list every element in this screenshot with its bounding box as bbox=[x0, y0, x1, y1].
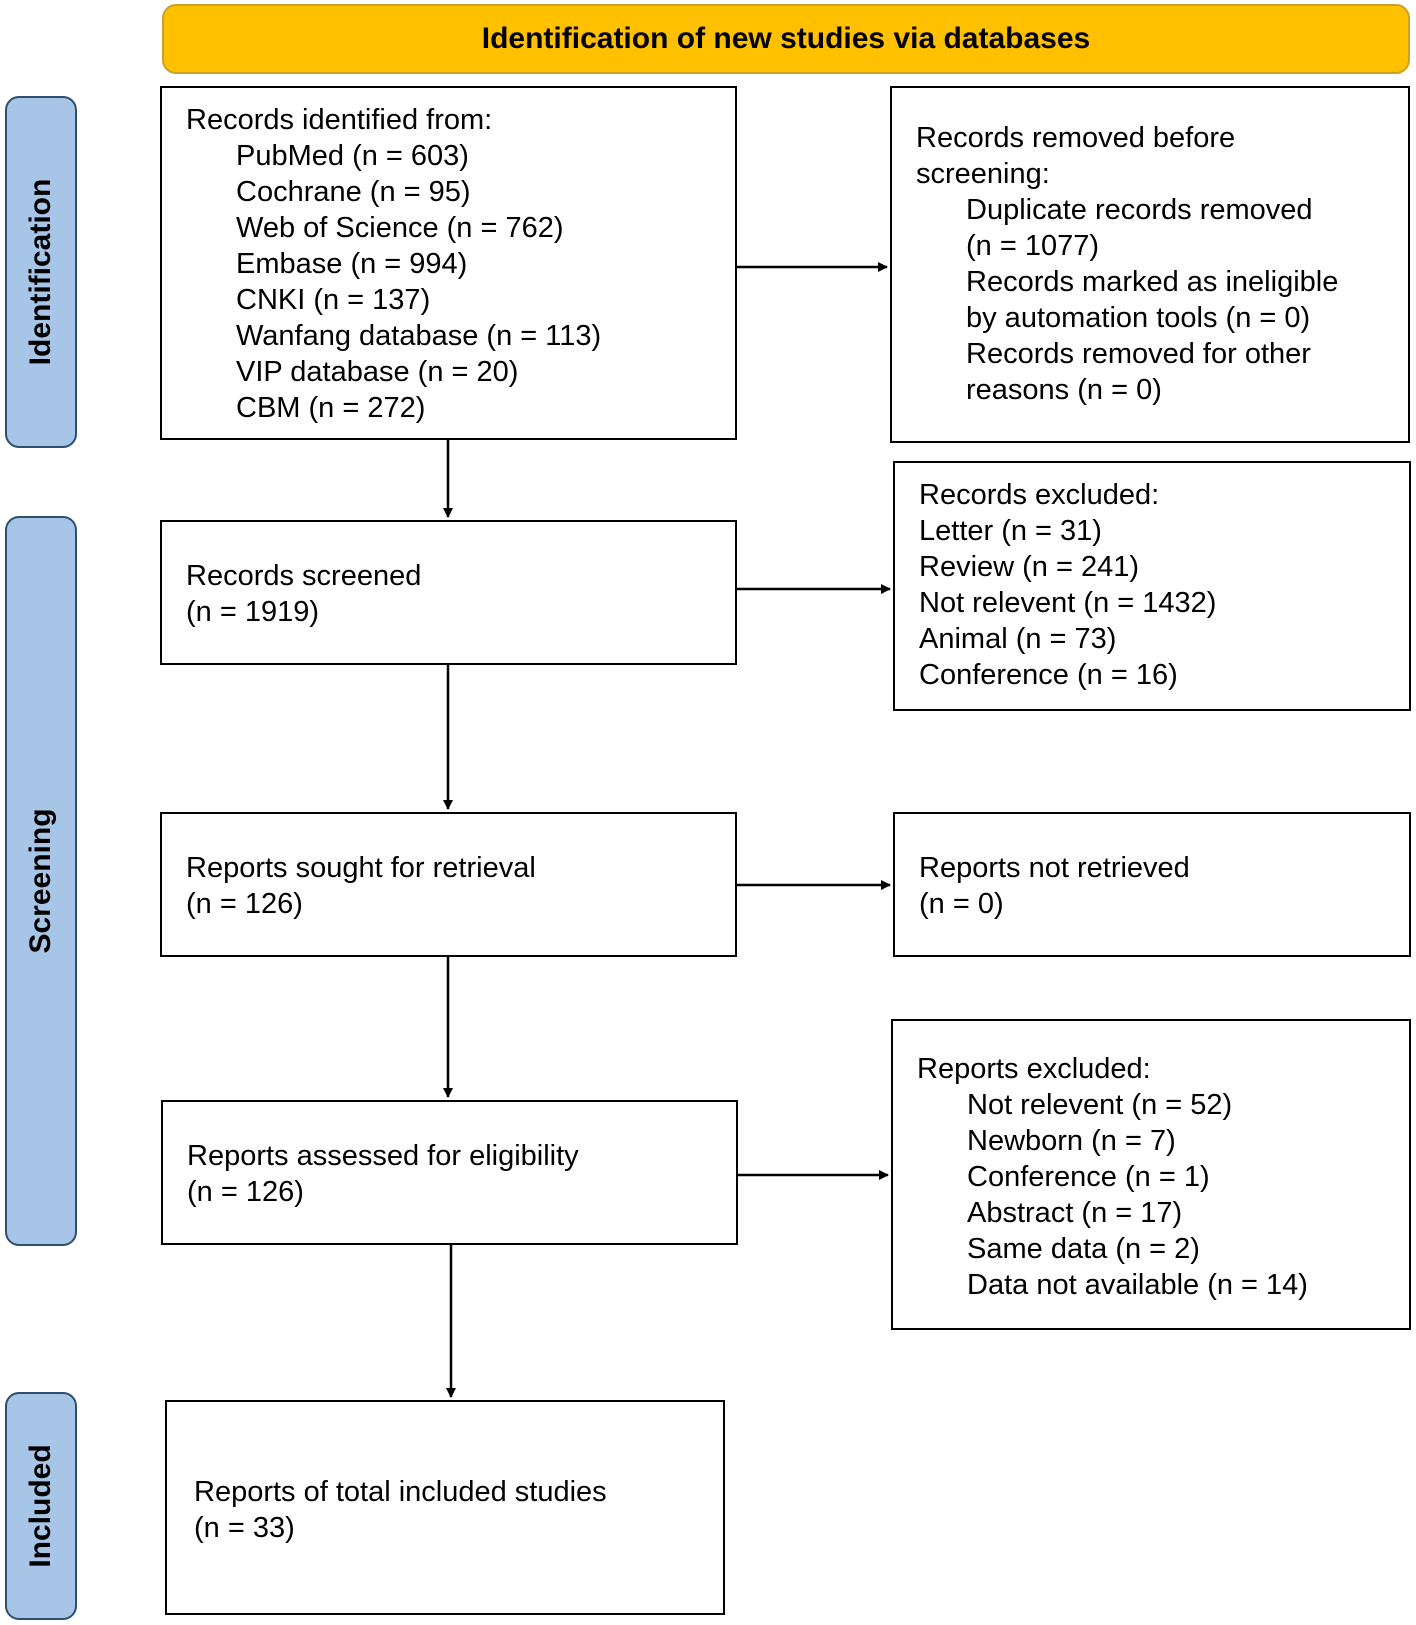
removed-item: (n = 1077) bbox=[966, 230, 1100, 262]
reports-sought-count: (n = 126) bbox=[186, 888, 303, 920]
source-item: VIP database (n = 20) bbox=[236, 356, 519, 388]
source-item: PubMed (n = 603) bbox=[236, 140, 469, 172]
phase-header-title: Identification of new studies via databa… bbox=[481, 22, 1091, 55]
records-identified-title: Records identified from: bbox=[186, 104, 493, 136]
included-studies-count: (n = 33) bbox=[194, 1512, 295, 1544]
removed-item: Records marked as ineligible bbox=[966, 266, 1339, 298]
stage-screening: Screening bbox=[5, 516, 77, 1246]
removed-item: reasons (n = 0) bbox=[966, 374, 1162, 406]
source-item: Wanfang database (n = 113) bbox=[236, 320, 602, 352]
records-removed-box: Records removed before screening: Duplic… bbox=[890, 86, 1410, 443]
reports-not-retrieved-box: Reports not retrieved (n = 0) bbox=[893, 812, 1411, 957]
source-item: CNKI (n = 137) bbox=[236, 284, 431, 316]
removed-item: Duplicate records removed bbox=[966, 194, 1313, 226]
reports-excluded-item: Data not available (n = 14) bbox=[967, 1269, 1308, 1301]
records-removed-title: screening: bbox=[916, 158, 1050, 190]
stage-included: Included bbox=[5, 1392, 77, 1620]
reports-excluded-item: Newborn (n = 7) bbox=[967, 1125, 1176, 1157]
stage-identification: Identification bbox=[5, 96, 77, 448]
records-screened-label: Records screened bbox=[186, 560, 422, 592]
reports-excluded-title: Reports excluded: bbox=[917, 1053, 1151, 1085]
reports-excluded-box: Reports excluded: Not relevent (n = 52) … bbox=[891, 1019, 1411, 1330]
reports-sought-box: Reports sought for retrieval (n = 126) bbox=[160, 812, 737, 957]
reports-sought-label: Reports sought for retrieval bbox=[186, 852, 536, 884]
source-item: Cochrane (n = 95) bbox=[236, 176, 471, 208]
included-studies-label: Reports of total included studies bbox=[194, 1476, 607, 1508]
reports-not-retrieved-label: Reports not retrieved bbox=[919, 852, 1190, 884]
records-excluded-box: Records excluded: Letter (n = 31) Review… bbox=[893, 461, 1411, 711]
excluded-item: Animal (n = 73) bbox=[919, 623, 1117, 655]
records-screened-count: (n = 1919) bbox=[186, 596, 320, 628]
reports-assessed-box: Reports assessed for eligibility (n = 12… bbox=[161, 1100, 738, 1245]
phase-header: Identification of new studies via databa… bbox=[162, 4, 1410, 74]
included-studies-box: Reports of total included studies (n = 3… bbox=[165, 1400, 725, 1615]
records-screened-box: Records screened (n = 1919) bbox=[160, 520, 737, 665]
excluded-item: Not relevent (n = 1432) bbox=[919, 587, 1217, 619]
reports-assessed-count: (n = 126) bbox=[187, 1176, 304, 1208]
removed-item: Records removed for other bbox=[966, 338, 1311, 370]
reports-excluded-item: Same data (n = 2) bbox=[967, 1233, 1200, 1265]
excluded-item: Conference (n = 16) bbox=[919, 659, 1178, 691]
records-identified-box: Records identified from: PubMed (n = 603… bbox=[160, 86, 737, 440]
reports-not-retrieved-count: (n = 0) bbox=[919, 888, 1004, 920]
removed-item: by automation tools (n = 0) bbox=[966, 302, 1311, 334]
reports-assessed-label: Reports assessed for eligibility bbox=[187, 1140, 579, 1172]
records-excluded-title: Records excluded: bbox=[919, 479, 1160, 511]
source-item: Embase (n = 994) bbox=[236, 248, 468, 280]
records-removed-title: Records removed before bbox=[916, 122, 1236, 154]
source-item: CBM (n = 272) bbox=[236, 392, 426, 424]
excluded-item: Letter (n = 31) bbox=[919, 515, 1102, 547]
reports-excluded-item: Abstract (n = 17) bbox=[967, 1197, 1183, 1229]
reports-excluded-item: Conference (n = 1) bbox=[967, 1161, 1210, 1193]
reports-excluded-item: Not relevent (n = 52) bbox=[967, 1089, 1233, 1121]
source-item: Web of Science (n = 762) bbox=[236, 212, 564, 244]
excluded-item: Review (n = 241) bbox=[919, 551, 1140, 583]
